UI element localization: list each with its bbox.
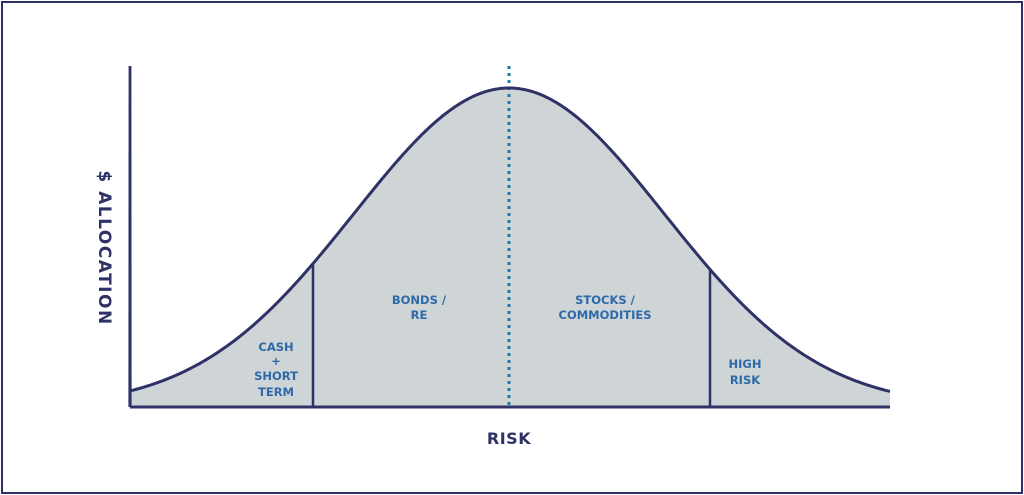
x-axis-label: RISK xyxy=(487,429,531,448)
region-label-line: + xyxy=(271,354,281,368)
region-label-cash: CASH + SHORT TERM xyxy=(254,340,298,399)
region-label-line: STOCKS / xyxy=(575,293,636,307)
region-label-line: SHORT xyxy=(254,369,298,383)
region-label-line: CASH xyxy=(258,340,293,354)
region-label-line: COMMODITIES xyxy=(559,308,652,322)
bell-curve xyxy=(129,86,891,393)
region-label-bonds: BONDS / RE xyxy=(392,293,447,322)
curve-area xyxy=(130,88,890,407)
region-label-line: RE xyxy=(411,308,428,322)
region-label-line: TERM xyxy=(258,385,294,399)
region-label-line: HIGH xyxy=(729,357,762,371)
region-label-line: BONDS / xyxy=(392,293,447,307)
region-label-high-risk: HIGH RISK xyxy=(729,357,762,387)
y-axis-line xyxy=(128,66,132,407)
region-label-stocks: STOCKS / COMMODITIES xyxy=(559,293,652,322)
y-axis-label: $ ALLOCATION xyxy=(94,170,114,325)
region-label-line: RISK xyxy=(730,373,761,387)
